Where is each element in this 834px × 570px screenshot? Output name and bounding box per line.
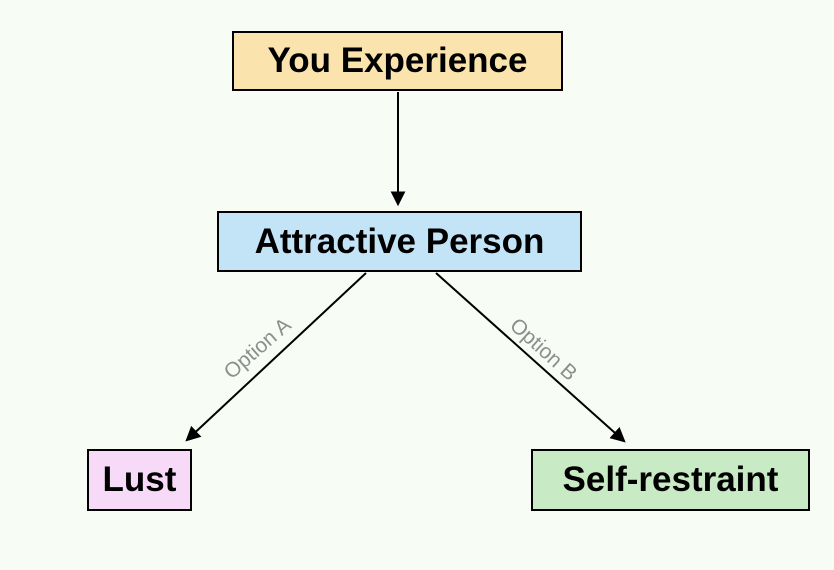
arrow-attractive-person-to-lust [185,272,367,442]
node-self-restraint: Self-restraint [531,449,810,511]
node-lust: Lust [87,449,192,511]
node-you-experience: You Experience [232,31,563,91]
arrow-attractive-person-to-self-restraint [435,272,626,443]
node-attractive-person: Attractive Person [217,211,582,272]
